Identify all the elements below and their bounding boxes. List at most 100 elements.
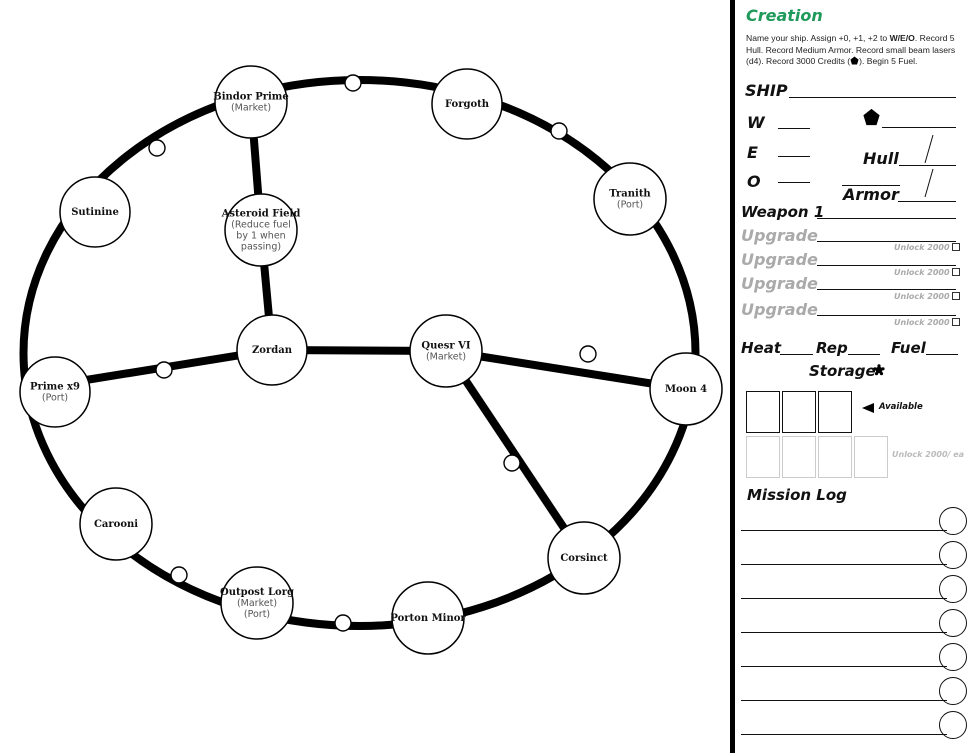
storage-slot-locked[interactable] [818, 436, 852, 478]
storage-slot-available[interactable] [818, 391, 852, 433]
upgrade-label: Upgrade [741, 274, 818, 293]
waypoint-node[interactable] [550, 122, 568, 140]
waypoint-node[interactable] [170, 566, 188, 584]
hull-slash [924, 134, 934, 164]
planet-circle[interactable] [391, 581, 465, 655]
planet-circle[interactable] [59, 176, 131, 248]
storage-slot-available[interactable] [782, 391, 816, 433]
planet-porton-minor[interactable]: Porton Minor [390, 581, 466, 655]
planet-circle[interactable] [649, 352, 723, 426]
waypoint-node[interactable] [503, 454, 521, 472]
planet-circle[interactable] [19, 356, 91, 428]
planet-circle[interactable] [236, 314, 308, 386]
storage-slot-locked[interactable] [782, 436, 816, 478]
o-value-field[interactable] [778, 182, 810, 183]
upgrade-field[interactable] [817, 265, 956, 266]
mission-log-checkbox[interactable] [939, 541, 967, 569]
planet-tranith[interactable]: Tranith(Port) [593, 162, 667, 236]
planet-corsinct[interactable]: Corsinct [547, 521, 621, 595]
upgrade-field[interactable] [817, 289, 956, 290]
star-map: Bindor Prime(Market) ForgothTranith(Port)… [19, 65, 723, 655]
weapon-label: Weapon 1 [741, 203, 825, 221]
storage-slot-available[interactable] [746, 391, 780, 433]
pentagon-icon [850, 56, 859, 65]
waypoint-node[interactable] [579, 345, 597, 363]
unlock-checkbox[interactable] [951, 292, 960, 300]
planet-circle[interactable] [547, 521, 621, 595]
unlock-checkbox[interactable] [951, 243, 960, 251]
route-quesr-moon4 [445, 347, 687, 393]
unlock-checkbox[interactable] [951, 318, 960, 326]
mission-log-entry[interactable] [741, 734, 947, 735]
waypoint-node[interactable] [155, 361, 173, 379]
planet-outpost-lorg[interactable]: Outpost Lorg(Market)(Port) [220, 566, 294, 640]
planet-carooni[interactable]: Carooni [79, 487, 153, 561]
mission-log-checkbox[interactable] [939, 507, 967, 535]
planet-moon-4[interactable]: Moon 4 [649, 352, 723, 426]
mission-log-entry[interactable] [741, 564, 947, 565]
e-label: E [747, 143, 758, 162]
w-label: W [747, 113, 765, 132]
upgrade-field[interactable] [817, 241, 956, 242]
planet-name: Forgoth [445, 99, 490, 110]
heat-label: Heat [741, 339, 782, 357]
planet-circle[interactable] [409, 314, 483, 388]
arrow-left-icon [862, 403, 874, 413]
planet-sutinine[interactable]: Sutinine [59, 176, 131, 248]
unlock-checkbox[interactable] [951, 268, 960, 276]
planet-circle[interactable] [593, 162, 667, 236]
planet-note: by 1 when [236, 231, 285, 242]
planet-name: Tranith [609, 189, 651, 200]
planet-prime-x9[interactable]: Prime x9(Port) [19, 356, 91, 428]
upgrade-label: Upgrade [741, 226, 818, 245]
planet-name: Prime x9 [30, 382, 80, 393]
planet-zordan[interactable]: Zordan [236, 314, 308, 386]
planet-circle[interactable] [214, 65, 288, 139]
storage-slot-locked[interactable] [854, 436, 888, 478]
e-value-field[interactable] [778, 156, 810, 157]
planet-circle[interactable] [431, 68, 503, 140]
mission-log-entry[interactable] [741, 666, 947, 667]
heat-field[interactable] [780, 354, 813, 355]
ship-name-field[interactable] [789, 97, 956, 98]
waypoint-node[interactable] [334, 614, 352, 632]
planet-quesr-vi[interactable]: Quesr VI(Market) [409, 314, 483, 388]
splat-icon [873, 364, 885, 376]
o-label: O [747, 172, 761, 191]
armor-top-rule [842, 185, 900, 186]
fuel-field[interactable] [926, 354, 958, 355]
mission-log-entry[interactable] [741, 700, 947, 701]
upgrade-label: Upgrade [741, 250, 818, 269]
planet-name: Sutinine [71, 207, 119, 218]
armor-field[interactable] [898, 201, 956, 202]
waypoint-node[interactable] [344, 74, 362, 92]
mission-log-entry[interactable] [741, 530, 947, 531]
credits-field[interactable] [882, 127, 956, 128]
planet-name: Asteroid Field [221, 209, 301, 220]
planet-nodes: Bindor Prime(Market) ForgothTranith(Port)… [19, 65, 723, 655]
upgrade-field[interactable] [817, 315, 956, 316]
rep-field[interactable] [848, 354, 880, 355]
planet-note: (Market) [237, 598, 277, 609]
planet-name: Quesr VI [421, 341, 470, 352]
w-value-field[interactable] [778, 128, 810, 129]
mission-log-entry[interactable] [741, 632, 947, 633]
hull-field[interactable] [899, 165, 956, 166]
storage-slot-locked[interactable] [746, 436, 780, 478]
waypoint-node[interactable] [148, 139, 166, 157]
planet-forgoth[interactable]: Forgoth [431, 68, 503, 140]
armor-label: Armor [843, 185, 899, 204]
planet-circle[interactable] [224, 193, 298, 267]
planet-name: Moon 4 [665, 384, 707, 395]
weapon-field[interactable] [817, 218, 956, 219]
upgrade-unlock: Unlock 2000 [894, 243, 960, 252]
mission-log-entry[interactable] [741, 598, 947, 599]
ship-label: SHIP [745, 81, 788, 100]
upgrade-unlock: Unlock 2000 [894, 268, 960, 277]
planet-circle[interactable] [220, 566, 294, 640]
planet-bindor-prime[interactable]: Bindor Prime(Market) [213, 65, 289, 139]
upgrade-label: Upgrade [741, 300, 818, 319]
mission-log-label: Mission Log [747, 486, 847, 504]
planet-circle[interactable] [79, 487, 153, 561]
